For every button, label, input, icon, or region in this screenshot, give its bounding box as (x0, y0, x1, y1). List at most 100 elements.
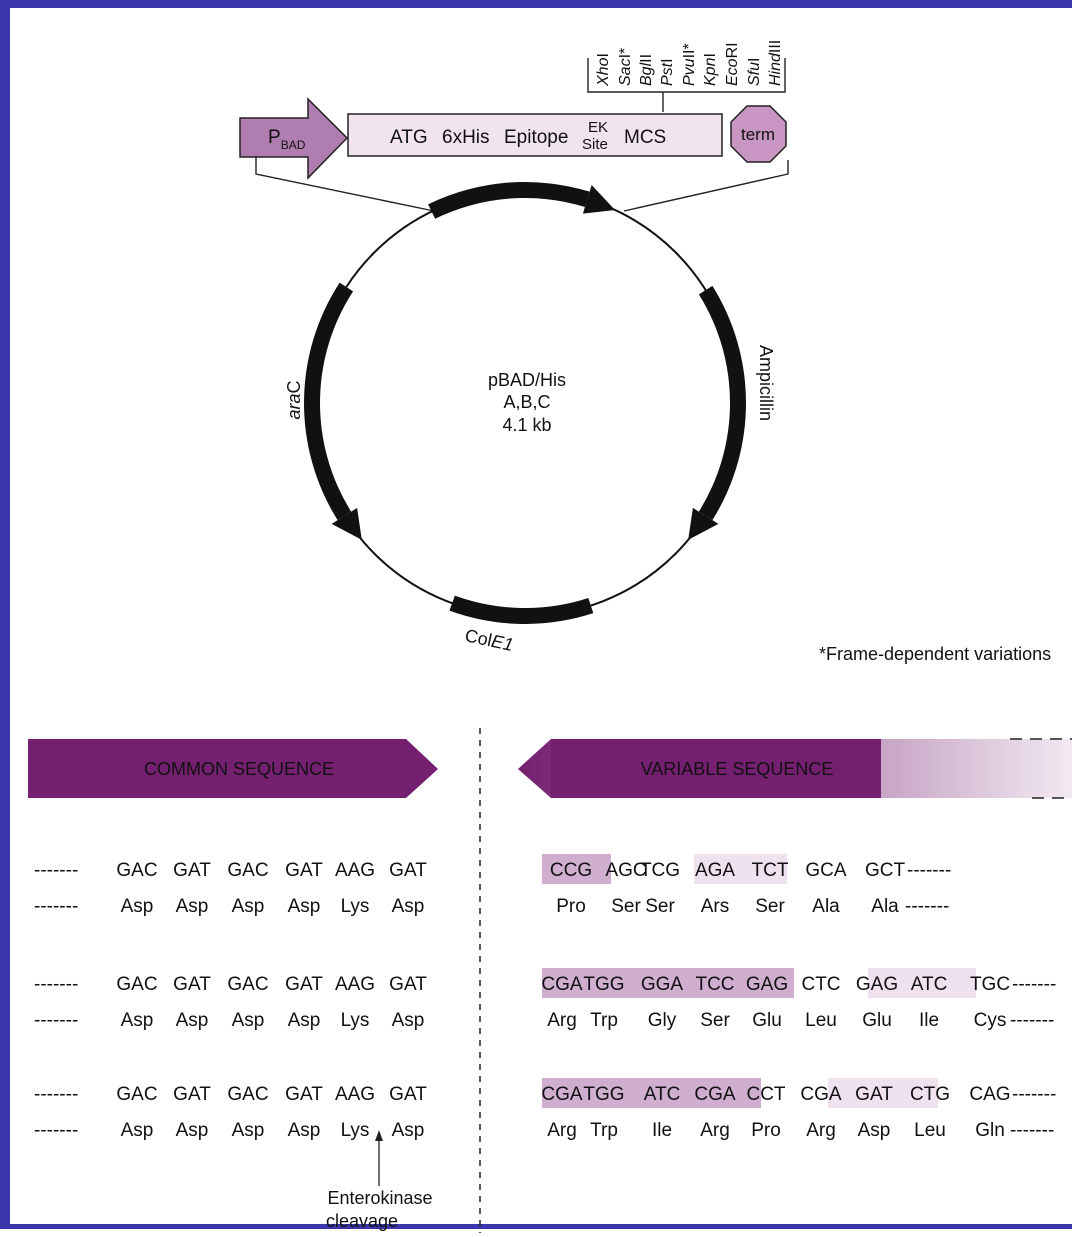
restriction-site-label: KpnI (702, 53, 719, 86)
amino-acid: Ile (919, 1010, 939, 1031)
codon: GAC (116, 1084, 157, 1105)
codon: GAG (746, 974, 788, 995)
amino-acid: Ala (812, 896, 840, 917)
frame-highlight (828, 1078, 938, 1108)
frame-highlight (868, 968, 976, 998)
codon: GAT (285, 860, 323, 881)
amino-acid: Asp (121, 1010, 154, 1031)
epitope-label: Epitope (504, 127, 568, 148)
cleavage-label-line2: cleavage (326, 1211, 398, 1231)
codon: GAT (389, 1084, 427, 1105)
amino-acid: Glu (862, 1010, 892, 1031)
sequence-dashes: ------- (34, 860, 78, 881)
codon: CTC (801, 974, 840, 995)
frame-highlight (542, 1078, 761, 1108)
variable-banner-solid (551, 739, 881, 798)
codon: TGG (583, 1084, 624, 1105)
amino-acid: Leu (914, 1120, 946, 1141)
plasmid-variants: A,B,C (503, 392, 550, 412)
mcs-label: MCS (624, 127, 666, 148)
mcs-bracket (587, 58, 786, 112)
amino-acid: Cys (974, 1010, 1007, 1031)
codon: GAT (855, 1084, 893, 1105)
restriction-site-label: EcoRI (724, 42, 741, 86)
codon: CGA (541, 1084, 583, 1105)
codon: AGC (605, 860, 646, 881)
ampicillin-label: Ampicillin (756, 345, 776, 421)
plasmid-size: 4.1 kb (502, 415, 551, 435)
ek-site-bottom-label: Site (582, 136, 608, 153)
codon: GAT (389, 860, 427, 881)
sequence-dashes: ------- (1010, 1010, 1054, 1031)
amino-acid: Asp (121, 896, 154, 917)
codon: ATC (911, 974, 948, 995)
restriction-site-label: BglII (638, 54, 655, 86)
sequence-dashes: ------- (905, 896, 949, 917)
restriction-site-label: HindIII (767, 40, 784, 86)
codon: CCT (746, 1084, 785, 1105)
restriction-site-label: PstI (659, 58, 676, 86)
codon: GAG (856, 974, 898, 995)
amino-acid: Asp (392, 896, 425, 917)
pbad-his-diagram: PBAD ATG 6xHis Epitope EK Site MCS term … (28, 40, 1072, 1233)
amino-acid: Ser (700, 1010, 730, 1031)
codon: GAT (173, 974, 211, 995)
amino-acid: Asp (232, 1010, 265, 1031)
sequence-dashes: ------- (34, 1084, 78, 1105)
variable-sequence-title: VARIABLE SEQUENCE (641, 759, 834, 779)
amino-acid: Pro (556, 896, 586, 917)
amino-acid: Trp (590, 1010, 618, 1031)
terminator-octagon (730, 105, 787, 163)
codon: GGA (641, 974, 684, 995)
codon: GAT (285, 1084, 323, 1105)
codon: TGG (583, 974, 624, 995)
amino-acid: Ser (611, 896, 641, 917)
codon: AGA (695, 860, 735, 881)
codon: TGC (970, 974, 1010, 995)
restriction-site-label: PvuII* (681, 43, 698, 86)
codon: CAG (969, 1084, 1010, 1105)
cassette-connector-lines (255, 157, 789, 212)
promoter-label: PBAD (268, 127, 306, 152)
cole1-origin-arc (449, 595, 594, 625)
sequence-dashes: ------- (34, 1010, 78, 1031)
amino-acid: Asp (858, 1120, 891, 1141)
codon: GAT (173, 860, 211, 881)
amino-acid: Gly (648, 1010, 677, 1031)
amino-acid: Asp (232, 1120, 265, 1141)
amino-acid: Asp (392, 1120, 425, 1141)
codon: GCT (865, 860, 906, 881)
codon: GAC (116, 974, 157, 995)
frame-highlights (542, 854, 976, 1108)
amino-acid: Asp (288, 1010, 321, 1031)
codon: TCG (640, 860, 680, 881)
restriction-site-label: SfuI (746, 58, 763, 86)
mcs-region-arc (428, 181, 590, 219)
cleavage-arrow (375, 1130, 383, 1186)
amino-acid: Asp (121, 1120, 154, 1141)
amino-acid: Asp (176, 896, 209, 917)
variable-banner-edge (1010, 738, 1072, 799)
codon: AAG (335, 974, 375, 995)
amino-acid: Ile (652, 1120, 672, 1141)
mcs-region-arrowhead (582, 184, 616, 214)
sequence-dashes: ------- (34, 1120, 78, 1141)
amino-acid: Leu (805, 1010, 837, 1031)
ampicillin-gene-arrowhead (688, 507, 719, 540)
plasmid-map (303, 181, 747, 625)
sequence-dashes: ------- (907, 860, 951, 881)
amino-acid: Arg (806, 1120, 836, 1141)
his-tag-label: 6xHis (442, 127, 490, 148)
amino-acid: Asp (392, 1010, 425, 1031)
sequence-dashes: ------- (1012, 974, 1056, 995)
amino-acid: Lys (341, 1010, 370, 1031)
amino-acid: Asp (288, 896, 321, 917)
codon: GAC (227, 974, 268, 995)
codon: GAC (116, 860, 157, 881)
codon: GCA (805, 860, 847, 881)
amino-acid: Asp (232, 896, 265, 917)
codon: GAT (173, 1084, 211, 1105)
amino-acid: Gln (975, 1120, 1005, 1141)
